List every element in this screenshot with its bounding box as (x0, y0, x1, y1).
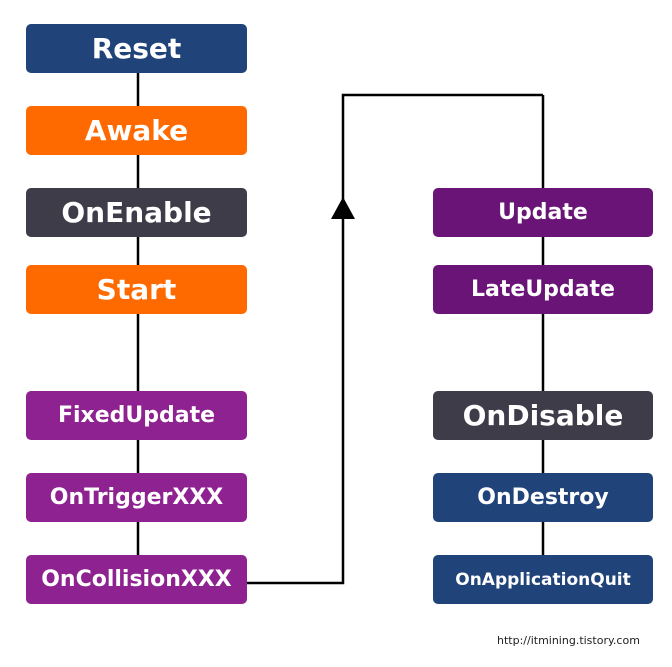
late-update-box: LateUpdate (433, 265, 653, 314)
loop-connector (247, 210, 345, 585)
on-destroy-box: OnDestroy (433, 473, 653, 522)
on-disable-label: OnDisable (462, 399, 624, 432)
on-collision-label: OnCollisionXXX (41, 567, 232, 592)
on-application-quit-box: OnApplicationQuit (433, 555, 653, 604)
reset-label: Reset (91, 32, 182, 65)
fixed-update-box: FixedUpdate (26, 391, 247, 440)
update-box: Update (433, 188, 653, 237)
start-box: Start (26, 265, 247, 314)
arrow-up-icon (331, 197, 355, 219)
fixed-update-label: FixedUpdate (57, 403, 216, 428)
on-application-quit-label: OnApplicationQuit (455, 569, 631, 590)
awake-label: Awake (84, 114, 189, 147)
awake-box: Awake (26, 106, 247, 155)
on-trigger-box: OnTriggerXXX (26, 473, 247, 522)
start-label: Start (96, 273, 177, 306)
on-collision-box: OnCollisionXXX (26, 555, 247, 604)
credit-text: http://itmining.tistory.com (497, 634, 640, 647)
update-label: Update (498, 200, 588, 225)
on-enable-label: OnEnable (61, 196, 212, 229)
loop-top-connector (341, 93, 543, 210)
on-trigger-label: OnTriggerXXX (49, 485, 224, 510)
late-update-label: LateUpdate (471, 277, 615, 302)
on-disable-box: OnDisable (433, 391, 653, 440)
reset-box: Reset (26, 24, 247, 73)
on-destroy-label: OnDestroy (477, 485, 609, 510)
on-enable-box: OnEnable (26, 188, 247, 237)
